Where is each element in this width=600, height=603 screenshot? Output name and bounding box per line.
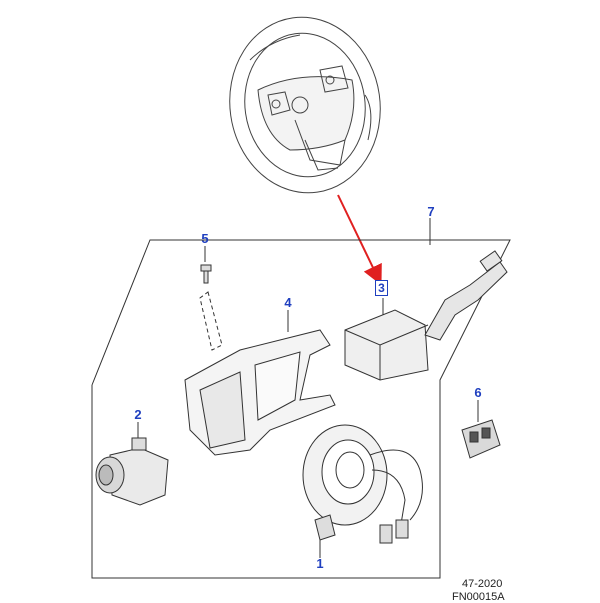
callout-1: 1 [316,556,324,571]
stalk-switch-illustration [424,250,508,341]
switch-unit-illustration [95,422,169,506]
screw-illustration [199,246,223,351]
control-module-illustration [344,298,429,381]
red-arrow [337,194,382,286]
clockspring-illustration [302,424,423,558]
steering-wheel-illustration [229,16,381,194]
date-code: 47-2020 [462,578,503,590]
callout-4: 4 [284,295,292,310]
callout-7: 7 [427,204,435,219]
assembly-outline [91,218,511,579]
callout-5: 5 [201,231,209,246]
callout-6: 6 [474,385,482,400]
small-switch-illustration [461,400,501,459]
bracket-housing-illustration [184,310,336,456]
figure-code: FN00015A [452,591,505,603]
callout-3: 3 [375,280,388,296]
callout-2: 2 [134,407,142,422]
